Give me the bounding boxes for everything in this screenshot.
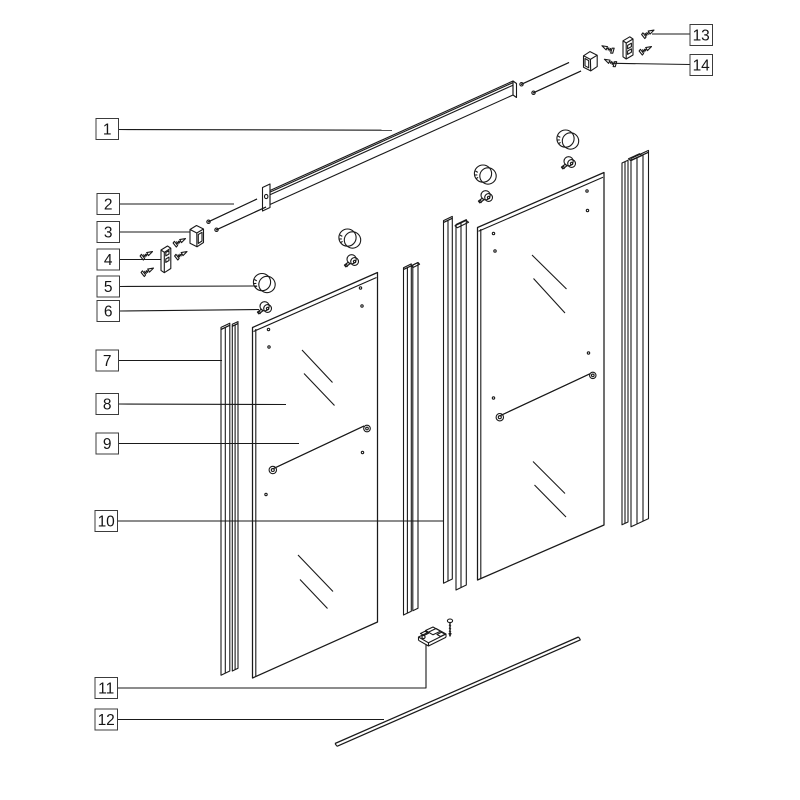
callout-box [95, 349, 119, 372]
callouts: 1 2 3 4 5 6 7 [94, 24, 713, 731]
roller-bolt [343, 254, 360, 268]
bottom-rail [334, 636, 581, 747]
callout-box [95, 393, 119, 415]
top-rail [261, 80, 518, 212]
left-wall-profile [220, 321, 239, 676]
leader-line [118, 128, 393, 131]
callout-box [94, 510, 118, 532]
end-cap [582, 51, 598, 72]
leader-line [119, 308, 260, 312]
roller-bolt [256, 301, 273, 315]
callout-box [96, 275, 120, 298]
callout-12: 12 [94, 708, 384, 731]
callout-box [689, 24, 713, 46]
screw [172, 235, 188, 249]
callout-3: 3 [96, 221, 190, 243]
roller-bolts [256, 156, 577, 315]
screw [600, 42, 616, 55]
callout-box [94, 708, 118, 731]
callout-box [95, 432, 119, 455]
screw [139, 248, 155, 262]
leader-line [118, 403, 287, 406]
screw [173, 248, 190, 262]
callout-number: 9 [103, 436, 112, 453]
callout-number: 8 [103, 396, 112, 413]
rail-support-tubes [206, 62, 582, 233]
callout-8: 8 [95, 393, 287, 415]
callout-number: 11 [98, 680, 114, 697]
callout-number: 3 [104, 224, 113, 241]
callout-box [96, 193, 120, 215]
leader-line [117, 644, 427, 689]
callout-box [96, 248, 120, 271]
leader-line [613, 62, 691, 66]
callout-box [95, 118, 119, 140]
glass-panel-left [251, 271, 379, 679]
callout-number: 12 [98, 712, 115, 729]
callout-9: 9 [95, 432, 299, 455]
callout-box [94, 677, 118, 699]
screw [602, 55, 619, 69]
door-roller [473, 164, 497, 185]
callout-2: 2 [96, 193, 234, 215]
glass-panel-right [476, 171, 605, 581]
callout-14: 14 [613, 54, 713, 76]
screw [638, 43, 654, 57]
screw [140, 265, 156, 278]
callout-5: 5 [96, 275, 258, 298]
callout-6: 6 [96, 300, 260, 322]
center-glass-profile [402, 261, 421, 616]
callout-number: 14 [693, 57, 711, 74]
right-wall-profile [621, 149, 650, 528]
callout-7: 7 [95, 349, 222, 372]
callout-number: 7 [103, 353, 112, 370]
callout-number: 4 [104, 252, 113, 269]
door-roller [338, 228, 362, 249]
callout-4: 4 [96, 248, 161, 271]
towel-bar-right [495, 371, 597, 422]
callout-number: 6 [104, 303, 113, 320]
callout-box [689, 54, 713, 76]
callout-box [96, 221, 120, 243]
callout-1: 1 [95, 118, 393, 140]
roller-bolt [477, 190, 494, 204]
bottom-door-guide [417, 626, 447, 647]
callout-number: 13 [693, 27, 710, 44]
center-wall-profile [442, 215, 470, 591]
rail-end-sleeve [189, 224, 205, 248]
towel-bar-left [268, 424, 371, 475]
callout-11: 11 [94, 644, 427, 699]
callout-number: 5 [104, 279, 113, 296]
door-rollers [252, 129, 580, 294]
door-roller [252, 272, 276, 294]
wall-mount-plate [160, 245, 172, 274]
callout-number: 10 [98, 513, 116, 530]
guide-screw [446, 618, 454, 637]
wall-bracket [622, 36, 634, 60]
leader-line [119, 285, 258, 288]
callout-number: 2 [104, 196, 113, 213]
screw [640, 27, 657, 40]
callout-box [96, 300, 120, 322]
roller-bolt [560, 156, 577, 170]
door-roller [556, 129, 580, 150]
callout-10: 10 [94, 510, 444, 532]
callout-13: 13 [652, 24, 713, 46]
callout-number: 1 [103, 121, 112, 138]
